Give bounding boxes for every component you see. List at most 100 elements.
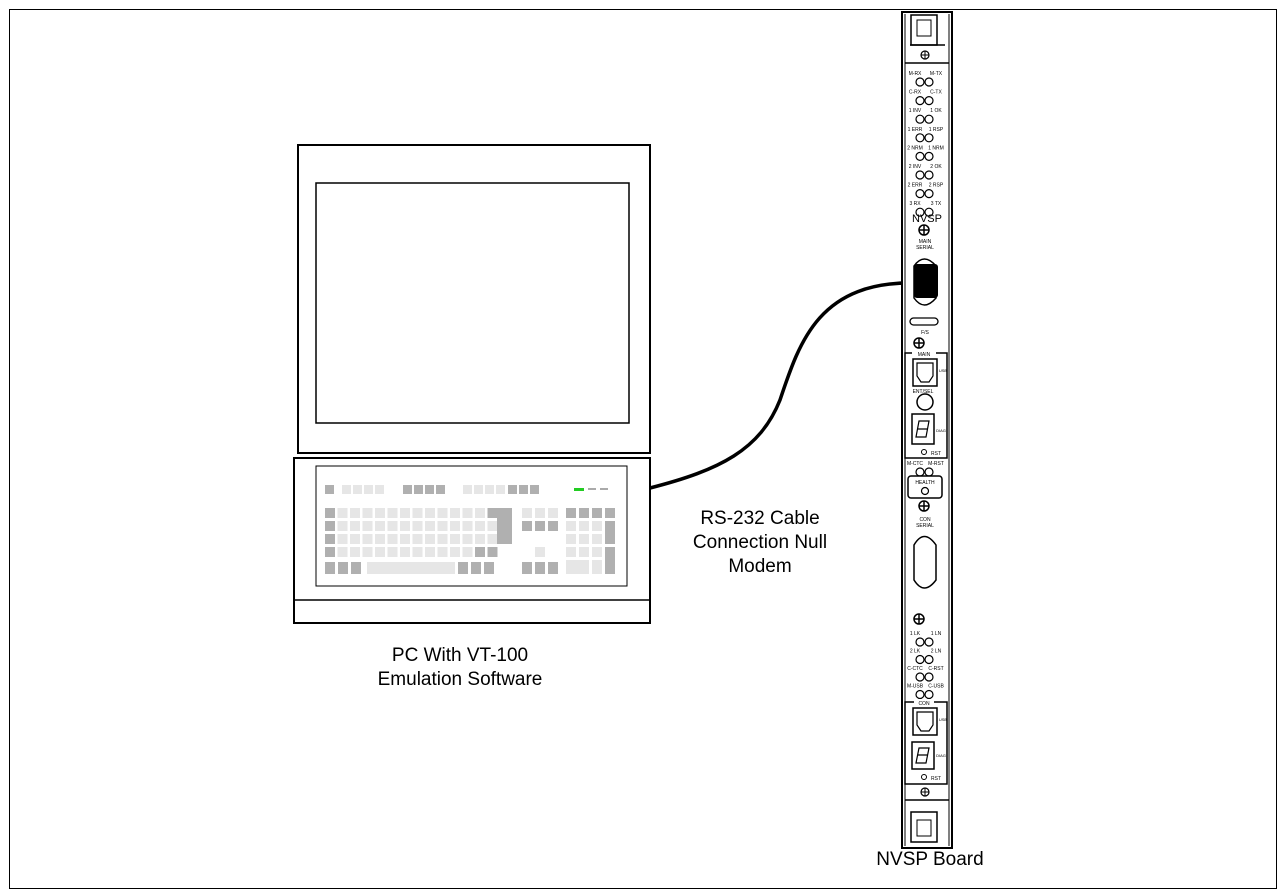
- keyboard-key: [471, 562, 481, 574]
- led-indicator: [915, 637, 925, 647]
- led-label: 2 RSP: [929, 183, 944, 189]
- cable-caption-line-2: Connection Null: [692, 532, 828, 553]
- led-label: M-TX: [930, 71, 943, 77]
- led-label: 1 RSP: [929, 127, 944, 133]
- led-label: 2 NRM: [907, 145, 923, 151]
- con-seven-segment-display: DIAG: [911, 741, 946, 770]
- board-caption-text: NVSP Board: [876, 849, 984, 870]
- keyboard-key: [387, 534, 398, 544]
- led-label: C-CTC: [907, 666, 923, 672]
- keyboard-key: [337, 521, 348, 531]
- keyboard-key: [579, 547, 589, 557]
- led-indicator: [915, 77, 925, 87]
- led-indicator: [915, 114, 925, 124]
- keyboard-key: [412, 534, 423, 544]
- keyboard-key: [437, 521, 448, 531]
- main-seven-segment-display: DIAG: [911, 413, 946, 445]
- keyboard-key: [463, 485, 472, 494]
- keyboard-key: [337, 508, 348, 518]
- keyboard-key: [475, 521, 485, 531]
- keyboard-key: [548, 562, 558, 574]
- keyboard-key: [450, 508, 460, 518]
- cable-caption-line-1: RS-232 Cable: [700, 508, 820, 529]
- con-usb-port[interactable]: USB: [912, 707, 947, 736]
- main-serial-port[interactable]: [913, 258, 938, 306]
- led-indicator: [915, 689, 925, 700]
- bottom-ejector: [905, 787, 949, 843]
- led-label: M-CTC: [907, 461, 923, 467]
- con-section: CON USB DIAG RST: [904, 699, 948, 785]
- keyboard-key: [337, 547, 348, 557]
- led-indicator: [924, 654, 934, 665]
- keyboard-key: [508, 485, 517, 494]
- led-label: C-RX: [909, 90, 922, 96]
- board-screw-icon: [913, 337, 925, 349]
- keyboard-key: [437, 547, 448, 557]
- keyboard-key: [437, 508, 448, 518]
- led-indicator: [924, 672, 934, 682]
- keyboard-key: [474, 485, 483, 494]
- led-label: 2 LN: [931, 649, 942, 655]
- keyboard-key: [592, 521, 602, 531]
- keyboard-key: [325, 521, 335, 531]
- led-indicator: [924, 77, 934, 87]
- keyboard-key: [519, 485, 528, 494]
- keyboard-key: [350, 534, 360, 544]
- led-indicator: [915, 189, 925, 199]
- keyboard-key: [605, 508, 615, 518]
- keyboard-key: [592, 534, 602, 544]
- keyboard-key: [530, 485, 539, 494]
- main-reset-button[interactable]: [921, 449, 927, 455]
- con-rst-label: RST: [931, 776, 941, 782]
- keyboard-key: [450, 534, 460, 544]
- keyboard-key: [579, 534, 589, 544]
- led-label: 2 LK: [910, 649, 921, 655]
- rs232-cable: [649, 281, 919, 490]
- keyboard-key: [579, 521, 589, 531]
- keyboard-key: [387, 521, 398, 531]
- keyboard: [293, 457, 651, 624]
- led-label: M-RX: [909, 71, 922, 77]
- main-usb-port[interactable]: USB: [912, 358, 947, 387]
- board-caption: NVSP Board: [830, 848, 1030, 872]
- keyboard-indicator-light: [600, 488, 608, 490]
- keyboard-key: [400, 521, 410, 531]
- led-indicator: [915, 207, 925, 217]
- keyboard-key: [475, 508, 485, 518]
- keyboard-key: [412, 508, 423, 518]
- ent-sel-label: ENT/SEL: [913, 389, 934, 395]
- keyboard-key: [425, 508, 435, 518]
- led-label: 1 LN: [931, 631, 942, 637]
- keyboard-key: [484, 562, 494, 574]
- main-section: MAIN USB ENT/SEL DIAG RST: [904, 350, 948, 459]
- keyboard-key: [535, 508, 545, 518]
- keyboard-key: [362, 534, 373, 544]
- con-reset-button[interactable]: [921, 774, 927, 780]
- keyboard-key: [364, 485, 373, 494]
- con-section-label: CON: [918, 701, 930, 707]
- keyboard-key: [566, 521, 576, 531]
- con-serial-port[interactable]: [913, 535, 937, 589]
- keyboard-key: [437, 534, 448, 544]
- board-screw-icon: [913, 613, 925, 625]
- board-screw-icon: [918, 500, 930, 512]
- keyboard-key: [522, 521, 532, 531]
- led-indicator: [915, 170, 925, 180]
- led-label: 2 INV: [909, 164, 922, 170]
- keyboard-key: [387, 508, 398, 518]
- main-diag-label: DIAG: [936, 428, 946, 433]
- keyboard-key: [462, 547, 473, 557]
- fs-slot: F/S: [909, 317, 939, 336]
- keyboard-key: [350, 508, 360, 518]
- health-indicator: HEALTH: [907, 475, 943, 499]
- keyboard-key: [400, 547, 410, 557]
- con-serial-label-1: CON: [919, 517, 931, 523]
- keyboard-key: [592, 508, 602, 518]
- keyboard-key: [425, 534, 435, 544]
- keyboard-key: [522, 562, 532, 574]
- led-indicator: [915, 467, 925, 477]
- led-label: 2 ERR: [908, 183, 923, 189]
- ent-sel-button[interactable]: [916, 393, 934, 411]
